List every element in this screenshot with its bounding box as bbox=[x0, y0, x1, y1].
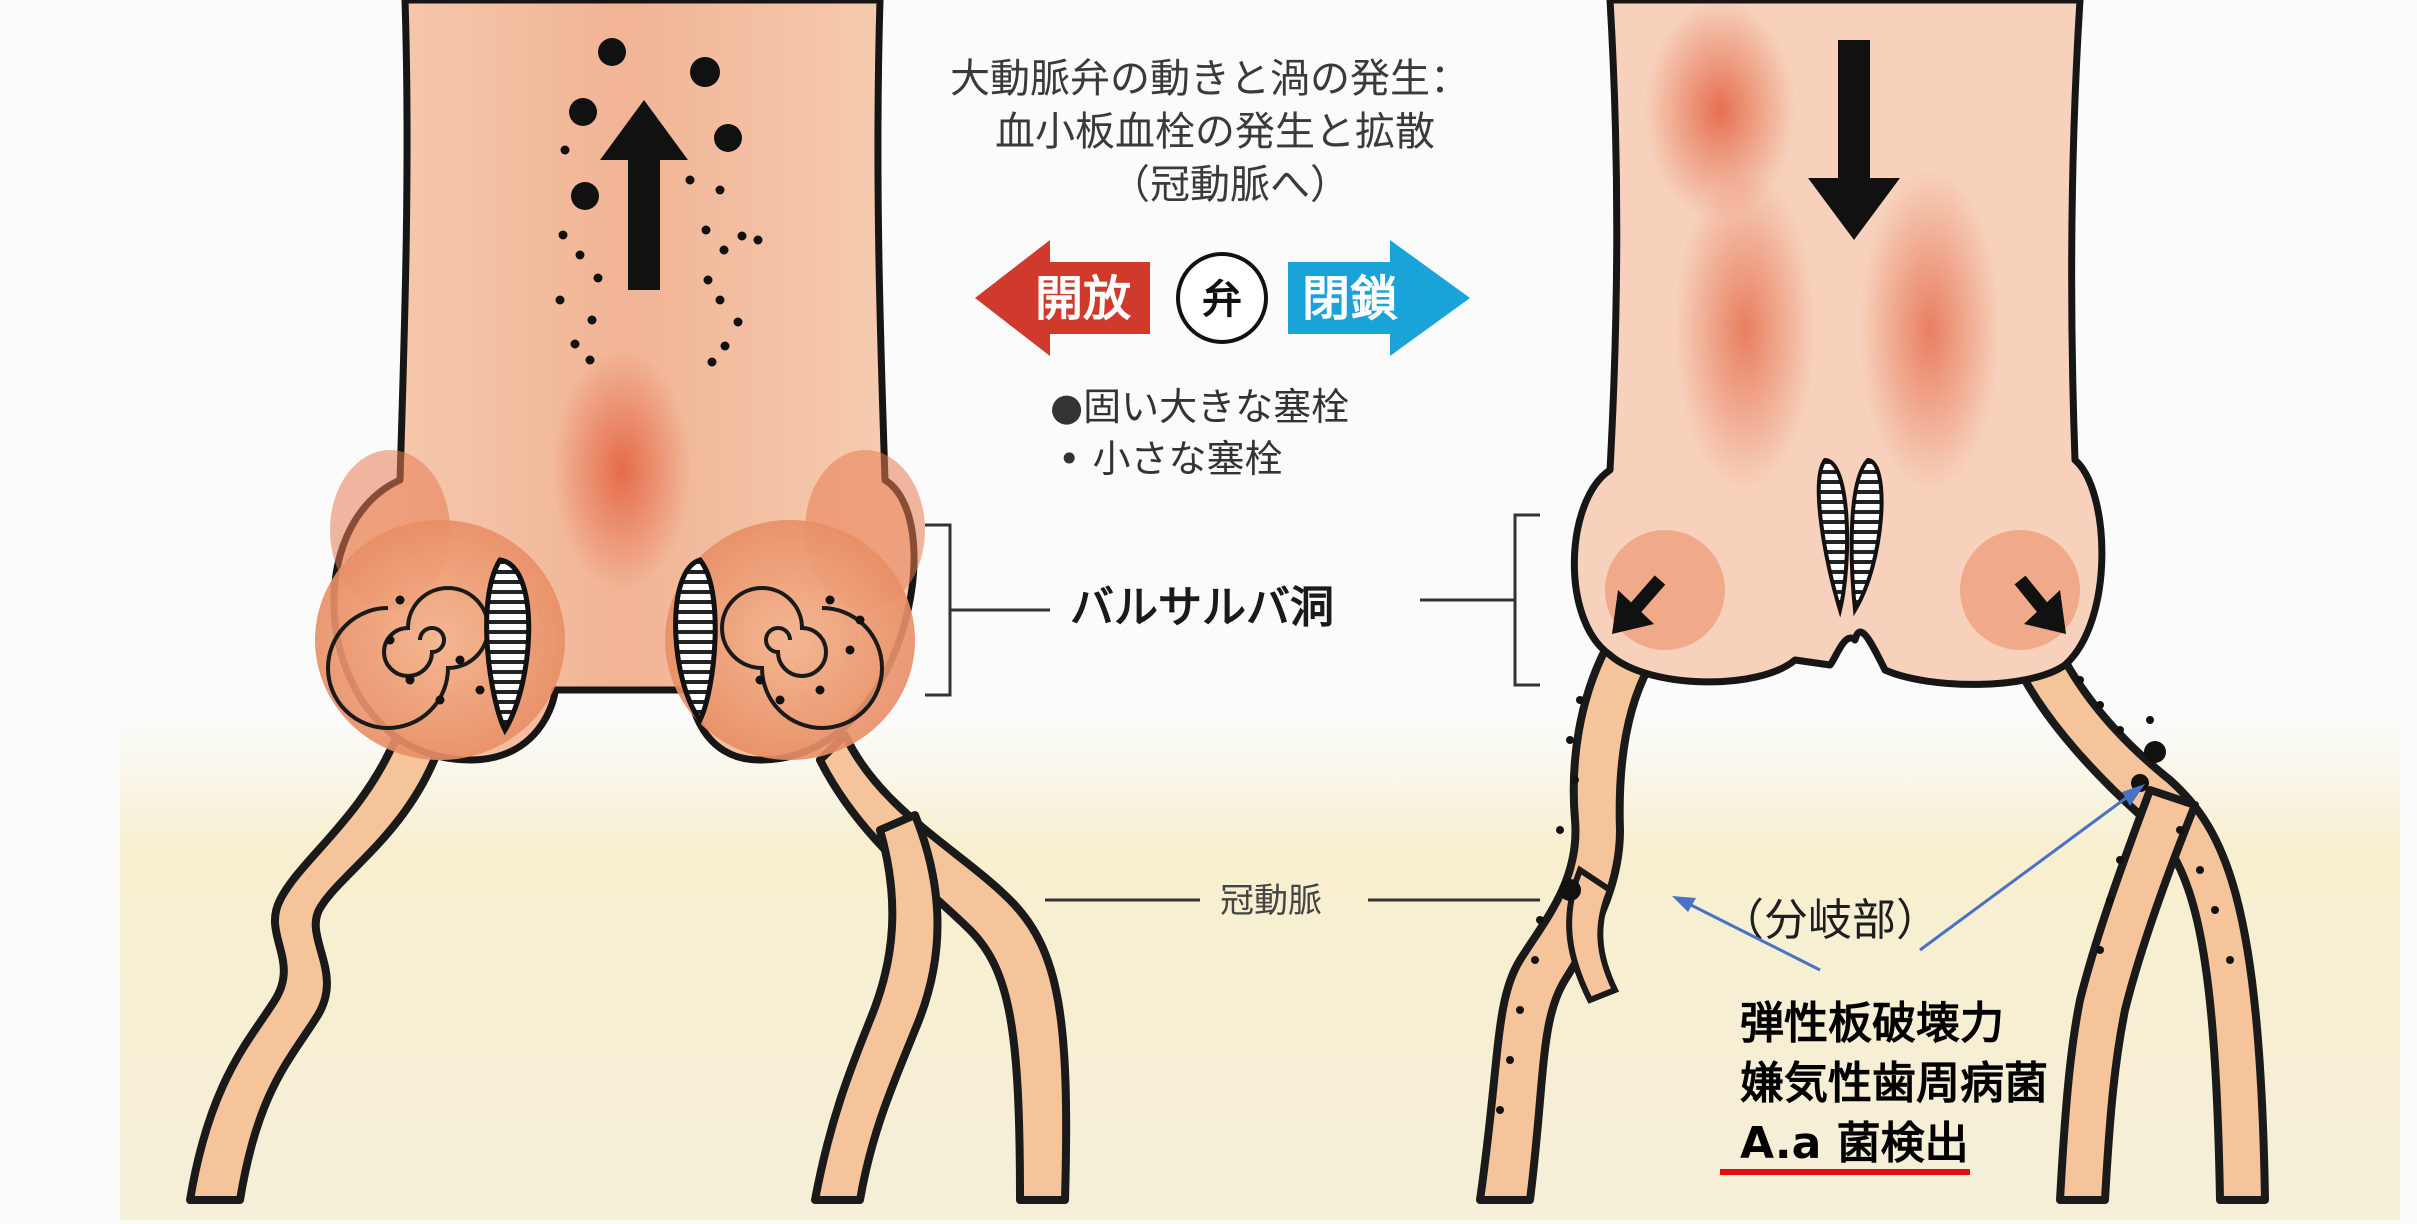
small-embolus-dot bbox=[2211, 906, 2219, 914]
small-embolus-dot bbox=[571, 340, 580, 349]
small-embolus-dot bbox=[2146, 716, 2154, 724]
small-embolus-dot bbox=[561, 146, 570, 155]
small-embolus-dot bbox=[1536, 916, 1544, 924]
small-embolus-dot bbox=[686, 176, 695, 185]
small-embolus-dot bbox=[856, 616, 865, 625]
valve-toggle[interactable]: 開放 弁 閉鎖 bbox=[975, 240, 1470, 356]
branch-label: （分岐部） bbox=[1720, 895, 1940, 946]
small-embolus-dot bbox=[556, 296, 565, 305]
small-embolus-dot bbox=[436, 696, 445, 705]
right-sinus-shade-l bbox=[1605, 530, 1725, 650]
small-embolus-dot bbox=[720, 246, 729, 255]
open-label: 開放 bbox=[1035, 271, 1131, 327]
title-line3: （冠動脈へ） bbox=[1110, 162, 1350, 208]
right-flow-shade-mid-l bbox=[1675, 170, 1815, 490]
valve-label: 弁 bbox=[1202, 277, 1242, 323]
small-embolus-dot bbox=[1506, 1056, 1514, 1064]
small-embolus-dot bbox=[396, 596, 405, 605]
small-embolus-dot bbox=[716, 296, 725, 305]
small-embolus-dot bbox=[708, 358, 717, 367]
small-embolus-dot bbox=[386, 636, 395, 645]
small-embolus-dot bbox=[576, 251, 585, 260]
small-embolus-dot bbox=[2196, 866, 2204, 874]
small-embolus-dot bbox=[754, 236, 763, 245]
small-embolus-dot bbox=[476, 686, 485, 695]
paper-wash bbox=[120, 720, 2400, 1220]
note-line1: 弾性板破壊力 bbox=[1740, 998, 2004, 1049]
small-embolus-dot bbox=[1516, 1006, 1524, 1014]
small-embolus-dot bbox=[756, 676, 765, 685]
small-embolus-dot bbox=[588, 316, 597, 325]
small-embolus-dot bbox=[846, 646, 855, 655]
note-line3: A.a 菌検出 bbox=[1740, 1118, 1969, 1169]
small-embolus-dot bbox=[594, 274, 603, 283]
small-embolus-dot bbox=[2226, 956, 2234, 964]
close-label: 閉鎖 bbox=[1302, 271, 1398, 327]
small-embolus-dot bbox=[721, 342, 730, 351]
small-embolus-dot bbox=[738, 232, 747, 241]
title-line2: 血小板血栓の発生と拡散 bbox=[995, 109, 1435, 155]
small-embolus-dot bbox=[2116, 726, 2124, 734]
small-embolus-dot bbox=[826, 596, 835, 605]
small-embolus-dot bbox=[734, 318, 743, 327]
legend-large-embolus: ●固い大きな塞栓 bbox=[1050, 385, 1349, 429]
small-embolus-dot bbox=[2096, 946, 2104, 954]
small-embolus-dot bbox=[1556, 826, 1564, 834]
small-embolus-dot bbox=[1496, 1106, 1504, 1114]
small-embolus-dot bbox=[1531, 956, 1539, 964]
small-embolus-dot bbox=[1566, 736, 1574, 744]
small-embolus-dot bbox=[2106, 896, 2114, 904]
small-embolus-dot bbox=[2096, 701, 2104, 709]
small-embolus-dot bbox=[1571, 776, 1579, 784]
left-flow-shade bbox=[552, 350, 692, 590]
small-embolus-dot bbox=[406, 676, 415, 685]
small-embolus-dot bbox=[776, 696, 785, 705]
small-embolus-dot bbox=[2076, 676, 2084, 684]
small-embolus-dot bbox=[716, 186, 725, 195]
right-flow-shade-mid-r bbox=[1860, 170, 2000, 490]
sinus-label: バルサルバ洞 bbox=[1070, 582, 1334, 633]
title-line1: 大動脈弁の動きと渦の発生： bbox=[950, 56, 1470, 102]
small-embolus-dot bbox=[456, 656, 465, 665]
legend-small-embolus: • 小さな塞栓 bbox=[1058, 437, 1283, 481]
small-embolus-dot bbox=[586, 356, 595, 365]
small-embolus-dot bbox=[816, 686, 825, 695]
small-embolus-dot bbox=[1576, 696, 1584, 704]
coronary-label: 冠動脈 bbox=[1220, 881, 1322, 921]
small-embolus-dot bbox=[704, 276, 713, 285]
small-embolus-dot bbox=[2176, 826, 2184, 834]
note-line2: 嫌気性歯周病菌 bbox=[1740, 1058, 2048, 1109]
small-embolus-dot bbox=[702, 226, 711, 235]
small-embolus-dot bbox=[559, 231, 568, 240]
small-embolus-dot bbox=[2116, 856, 2124, 864]
valve-indicator: 弁 bbox=[1178, 254, 1266, 342]
